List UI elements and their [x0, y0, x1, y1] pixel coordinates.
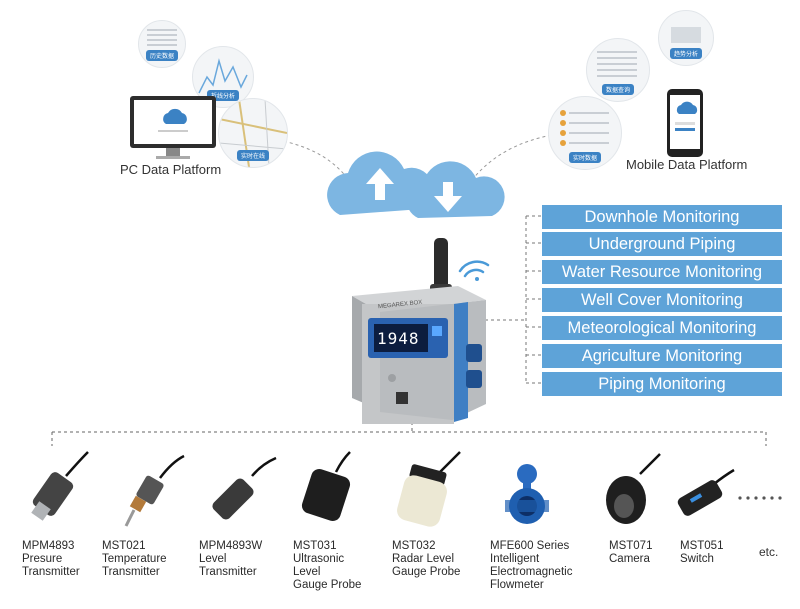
realtime-map-thumbnail: 实时在线: [218, 98, 288, 168]
application-item-water-resource: Water Resource Monitoring: [542, 260, 782, 284]
level-transmitter-image: [212, 456, 277, 520]
download-cloud-icon: [406, 161, 505, 218]
realtime-data-thumbnail: 实时数据: [548, 96, 622, 170]
sensor-label-mpm4893w: MPM4893W Level Transmitter: [199, 540, 263, 578]
camera-image: [606, 453, 661, 524]
trend-analysis-thumbnail: 趋势分析: [658, 10, 714, 66]
data-logger-device: [352, 238, 486, 424]
temperature-transmitter-image: [124, 454, 185, 527]
switch-image: [677, 468, 735, 516]
wifi-icon: [458, 260, 490, 281]
thumbnail-tag: 趋势分析: [669, 48, 703, 59]
thumbnail-tag: 实时数据: [568, 152, 602, 163]
applications-bracket: [485, 215, 542, 384]
thumbnail-tag: 历史数据: [145, 50, 179, 61]
thumbnail-tag: 实时在线: [236, 150, 270, 161]
table-thumb-icon: [147, 29, 177, 46]
flowmeter-image: [505, 464, 549, 524]
application-item-meteorological: Meteorological Monitoring: [542, 316, 782, 340]
sensor-label-mst032: MST032 Radar Level Gauge Probe: [392, 540, 461, 578]
sensor-label-mst031: MST031 Ultrasonic Level Gauge Probe: [293, 540, 362, 591]
etc-label: etc.: [759, 545, 779, 559]
mobile-data-platform: 趋势分析 数据查询 实时数据 Mobile Data Platform: [548, 10, 768, 175]
history-data-thumbnail: 历史数据: [138, 20, 186, 68]
sensor-label-mpm4893: MPM4893 Presure Transmitter: [22, 540, 80, 578]
pc-data-platform: 历史数据 折线分析 实时在线 PC Data Platform: [120, 20, 300, 177]
application-item-piping: Piping Monitoring: [542, 372, 782, 396]
application-item-well-cover: Well Cover Monitoring: [542, 288, 782, 312]
sensor-label-mst021: MST021 Temperature Transmitter: [102, 540, 167, 578]
sensor-label-mst051: MST051 Switch: [680, 540, 724, 565]
smartphone-icon: [666, 88, 704, 158]
sensor-label-mst071: MST071 Camera: [609, 540, 653, 565]
realtime-list-thumb-icon: [560, 110, 609, 146]
device-display-value: 1948: [377, 329, 420, 348]
line-chart-thumb-icon: [198, 58, 248, 94]
sensor-images: [31, 451, 782, 527]
thumbnail-tag: 数据查询: [601, 84, 635, 95]
ultrasonic-probe-image: [301, 451, 351, 521]
pc-platform-label: PC Data Platform: [120, 162, 222, 177]
radar-probe-image: [397, 451, 461, 527]
mobile-connector: [471, 134, 553, 181]
application-item-underground-piping: Underground Piping: [542, 232, 782, 256]
pressure-transmitter-image: [31, 451, 89, 521]
application-item-downhole: Downhole Monitoring: [542, 205, 782, 229]
sensor-label-mfe600: MFE600 Series Intelligent Electromagneti…: [490, 540, 573, 591]
application-item-agriculture: Agriculture Monitoring: [542, 344, 782, 368]
thumbnail-tag: 折线分析: [206, 90, 240, 101]
data-query-thumbnail: 数据查询: [586, 38, 650, 102]
more-sensors-dots: [738, 496, 782, 500]
pc-monitor-icon: [128, 94, 218, 164]
trend-thumb-icon: [671, 27, 701, 43]
mobile-platform-label: Mobile Data Platform: [626, 157, 748, 172]
list-thumb-icon: [597, 51, 637, 77]
